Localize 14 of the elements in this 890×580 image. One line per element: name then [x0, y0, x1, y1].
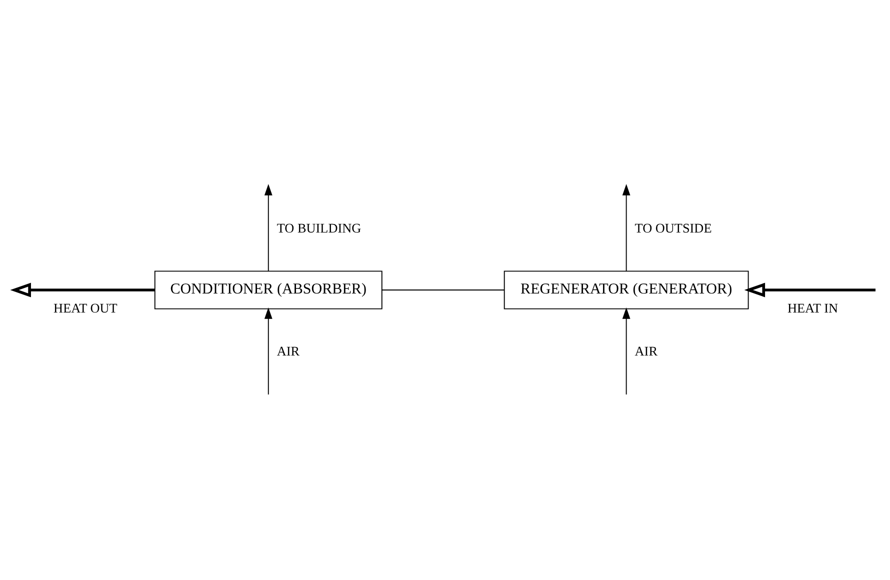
arrow: [744, 282, 876, 298]
edge-label: TO BUILDING: [276, 220, 362, 236]
node-box: REGENERATOR (GENERATOR): [504, 270, 749, 310]
arrow: [10, 282, 155, 298]
edge-label: HEAT OUT: [54, 300, 118, 316]
arrow: [622, 184, 630, 272]
edge-label: AIR: [276, 344, 300, 359]
edge-label: AIR: [634, 344, 658, 359]
arrow: [264, 308, 272, 395]
arrow: [264, 184, 272, 272]
edge-label: TO OUTSIDE: [634, 220, 712, 236]
node-box: CONDITIONER (ABSORBER): [154, 270, 382, 310]
arrow: [622, 308, 630, 395]
edge-label: HEAT IN: [787, 300, 838, 316]
